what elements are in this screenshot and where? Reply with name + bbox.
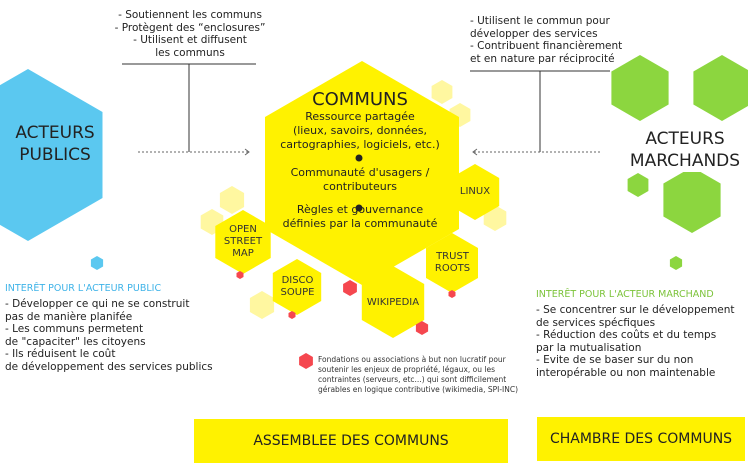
foundation-hex <box>415 321 429 335</box>
market-interest: INTERÊT POUR L'ACTEUR MARCHAND - Se conc… <box>536 289 748 379</box>
label-line: OPEN <box>229 224 257 235</box>
community-line: Communauté d'usagers / <box>290 166 430 179</box>
market-arrowhead <box>472 148 478 156</box>
role: et en nature par réciprocité <box>470 52 615 65</box>
interest-line: de "capaciter" les citoyens <box>5 335 146 348</box>
label-line: MAP <box>232 248 254 259</box>
interest-line: de services spécfiques <box>536 316 656 329</box>
interest-line: - Réduction des coûts et du temps <box>536 329 717 341</box>
role: - Utilisent et diffusent <box>133 34 247 46</box>
legend-line: contraintes (serveurs, etc...) qui sont … <box>318 375 507 384</box>
interest-line: - Ils réduisent le coût <box>5 348 116 360</box>
interest-line: - Les communs permetent <box>5 323 144 335</box>
example-wikipedia: WIKIPEDIA <box>366 297 420 308</box>
commons-hex <box>265 61 459 285</box>
wikipedia-hex <box>361 266 425 338</box>
label-line: SOUPE <box>280 287 315 298</box>
legend-foundation-hex <box>299 353 313 369</box>
legend-line: soutenir les enjeux de propriété, légaux… <box>318 365 495 374</box>
interest-line: - Se concentrer sur le développement <box>536 304 735 316</box>
title-line: MARCHANDS <box>629 151 741 171</box>
interest-line: de développement des services publics <box>5 360 213 373</box>
disco-soupe-hex <box>272 259 322 315</box>
resource-line: cartographies, logiciels, etc.) <box>280 138 440 151</box>
foundation-hex <box>448 290 456 298</box>
public-actor-hex <box>0 69 103 241</box>
role: - Soutiennent les communs <box>118 9 262 21</box>
interest-line: - Développer ce qui ne se construit <box>5 298 190 310</box>
foundation-hex <box>343 280 357 296</box>
trust-roots-hex <box>426 233 478 293</box>
role: - Contribuent financièrement <box>470 40 623 52</box>
example-linux: LINUX <box>459 186 491 197</box>
label-line: ROOTS <box>434 263 471 274</box>
market-small-hex <box>669 256 683 270</box>
plus-icon <box>355 154 363 162</box>
plus-icon <box>355 204 363 212</box>
interest-line: - Evite de se baser sur du non <box>536 354 694 366</box>
linux-hex <box>450 164 500 220</box>
market-hex <box>693 55 748 121</box>
foundation-hex <box>236 271 244 279</box>
community-line: contributeurs <box>323 180 397 193</box>
role: développer des services <box>470 27 598 40</box>
label-line: TRUST <box>436 251 469 262</box>
chamber-of-commons: CHAMBRE DES COMMUNS <box>537 417 745 461</box>
foundation-legend: Fondations ou associations à but non luc… <box>318 355 533 395</box>
assembly-of-commons: ASSEMBLEE DES COMMUNS <box>194 419 508 463</box>
foundation-hex <box>288 311 296 319</box>
market-actor-title: ACTEURS MARCHANDS <box>610 128 748 172</box>
resource-line: (lieux, savoirs, données, <box>292 124 428 137</box>
label-line: STREET <box>223 236 263 247</box>
commons-core: COMMUNS Ressource partagée (lieux, savoi… <box>262 90 458 231</box>
legend-line: Fondations ou associations à but non luc… <box>318 355 506 364</box>
title-line: ACTEURS <box>15 123 95 143</box>
interest-line: par la mutualisation <box>536 341 642 354</box>
market-hex <box>663 167 721 233</box>
interest-title: INTERÊT POUR L'ACTEUR MARCHAND <box>536 289 714 300</box>
public-interest: INTERÊT POUR L'ACTEUR PUBLIC - Développe… <box>5 283 235 373</box>
public-roles: - Soutiennent les communs - Protègent de… <box>110 9 270 59</box>
interest-line: pas de manière planifée <box>5 310 133 323</box>
label-line: DISCO <box>281 275 314 286</box>
openstreetmap-hex <box>215 210 271 274</box>
market-roles: - Utilisent le commun pour développer de… <box>470 15 630 65</box>
public-small-hex <box>90 256 104 270</box>
market-small-hex <box>627 173 649 197</box>
role: les communs <box>155 46 225 59</box>
legend-line: gérables en logique contributive (wikime… <box>318 385 519 394</box>
title-line: PUBLICS <box>19 145 91 165</box>
role: - Utilisent le commun pour <box>470 15 610 27</box>
commons-title: COMMUNS <box>312 89 408 110</box>
market-hex <box>611 55 669 121</box>
role: - Protègent des “enclosures” <box>114 21 266 34</box>
pale-hex <box>249 291 275 319</box>
title-line: ACTEURS <box>645 129 725 149</box>
rules-line: définies par la communauté <box>282 217 438 230</box>
resource-line: Ressource partagée <box>305 110 415 123</box>
interest-line: interopérable ou non maintenable <box>536 366 716 379</box>
public-actor-title: ACTEURS PUBLICS <box>0 122 110 166</box>
public-arrowhead <box>244 148 250 156</box>
interest-title: INTERÊT POUR L'ACTEUR PUBLIC <box>5 283 162 294</box>
rules-line: Règles et gouvernance <box>296 203 424 216</box>
pale-hex <box>219 186 245 214</box>
pale-hex <box>431 80 453 104</box>
